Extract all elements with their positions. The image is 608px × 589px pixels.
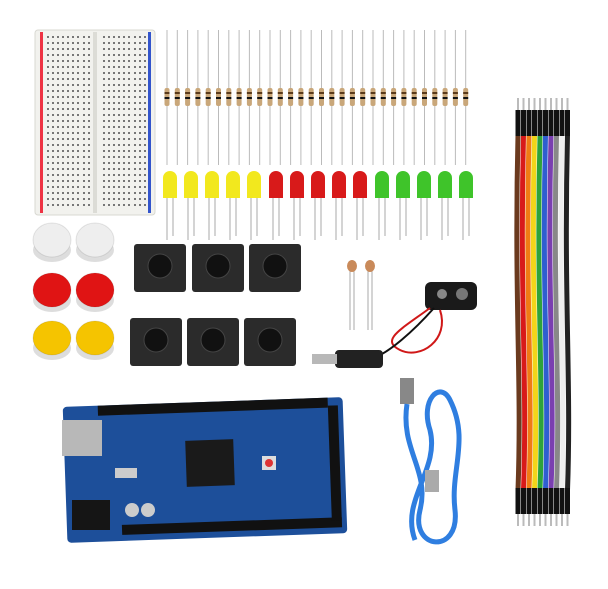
led-red [332, 171, 346, 198]
button-cap-yellow [75, 320, 115, 356]
jumper-wire [536, 134, 544, 491]
led-green [438, 171, 452, 198]
jumper-header [554, 110, 559, 136]
photoresistor [365, 260, 375, 272]
jumper-wire [514, 134, 522, 491]
jumper-header [559, 110, 565, 136]
jumper-wire [547, 134, 555, 491]
jumper-header [554, 488, 559, 514]
led-red [290, 171, 304, 198]
usb-b-plug [425, 470, 439, 492]
button-caps [32, 222, 115, 360]
button-cap-white [75, 222, 115, 258]
button-cap-red [75, 272, 115, 308]
led-yellow [163, 171, 177, 198]
led-green [459, 171, 473, 198]
jumper-wire [530, 134, 539, 491]
usb-cable [400, 378, 462, 545]
usb-a-plug [400, 378, 414, 404]
resistor-row [164, 30, 469, 165]
button-cap-white [32, 222, 72, 258]
jumper-header [543, 488, 548, 514]
jumper-wire [552, 134, 561, 491]
arduino-mega-board [62, 397, 348, 543]
breadboard [34, 29, 156, 216]
led-row [163, 171, 473, 240]
reset-button [265, 459, 273, 467]
jumper-header [532, 110, 537, 136]
jumper-header [515, 110, 521, 136]
led-yellow [226, 171, 240, 198]
jumper-header [548, 488, 554, 514]
jumper-header [537, 488, 543, 514]
usb-b-port [62, 420, 102, 456]
jumper-header [526, 488, 532, 514]
jumper-header [532, 488, 537, 514]
jumper-header [543, 110, 548, 136]
jumper-wires [514, 98, 572, 526]
photoresistor [347, 260, 357, 272]
button-cap-red [32, 272, 72, 308]
jumper-header [565, 110, 570, 136]
tactile-switches [130, 244, 301, 366]
jumper-header [521, 488, 526, 514]
led-yellow [205, 171, 219, 198]
microcontroller-chip [185, 439, 235, 487]
led-red [311, 171, 325, 198]
led-yellow [247, 171, 261, 198]
battery-clip-with-dc-jack [312, 282, 477, 368]
battery-clip [425, 282, 477, 310]
jumper-wire [563, 134, 572, 491]
jumper-header [559, 488, 565, 514]
jumper-wire [558, 134, 566, 491]
jumper-header [526, 110, 532, 136]
jumper-wire [519, 134, 528, 491]
dc-jack [335, 350, 383, 368]
led-yellow [184, 171, 198, 198]
jumper-header [521, 110, 526, 136]
led-green [396, 171, 410, 198]
led-green [375, 171, 389, 198]
photoresistors [347, 260, 375, 330]
power-jack [72, 500, 110, 530]
jumper-header [515, 488, 521, 514]
jumper-wire [525, 134, 533, 491]
jumper-wire [541, 134, 550, 491]
led-red [353, 171, 367, 198]
jumper-header [537, 110, 543, 136]
led-green [417, 171, 431, 198]
led-red [269, 171, 283, 198]
button-cap-yellow [32, 320, 72, 356]
jumper-header [548, 110, 554, 136]
jumper-header [565, 488, 570, 514]
